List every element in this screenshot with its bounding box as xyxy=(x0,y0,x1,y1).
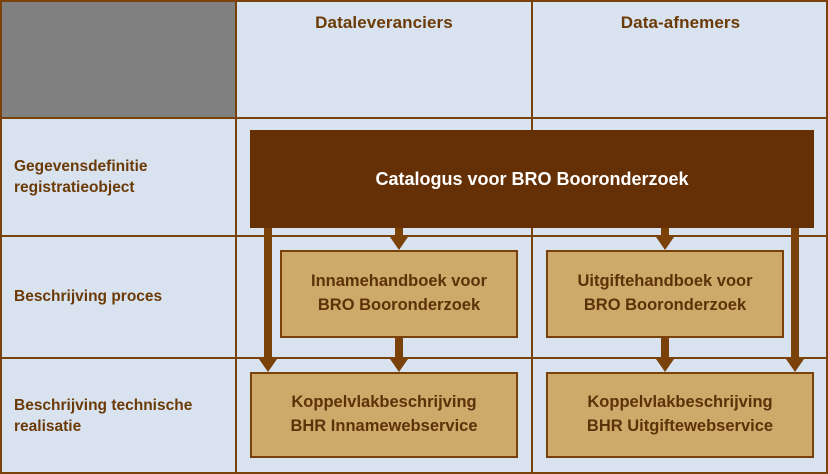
node-catalogus-bro-booronderzoek[interactable]: Catalogus voor BRO Booronderzoek xyxy=(250,130,814,228)
row-label-gegevensdefinitie: Gegevensdefinitie registratieobject xyxy=(14,121,226,235)
node-inname-webservice-line1: Koppelvlakbeschrijving xyxy=(291,393,477,412)
node-innamehandboek-line1: Innamehandboek voor xyxy=(310,272,488,291)
node-uitgiftehandboek-line1: Uitgiftehandboek voor xyxy=(577,272,753,291)
row-label-technische-realisatie-line2: realisatie xyxy=(14,417,82,435)
arrow-catalogus-to-inname-webservice xyxy=(259,228,277,372)
row-label-beschrijving-proces: Beschrijving proces xyxy=(14,237,226,357)
grid-line-horizontal-3 xyxy=(0,357,828,359)
node-uitgiftehandboek-line2: BRO Booronderzoek xyxy=(583,296,747,314)
node-uitgifte-webservice-line1: Koppelvlakbeschrijving xyxy=(587,393,773,412)
row-label-beschrijving-proces-line1: Beschrijving proces xyxy=(14,287,163,305)
row-label-gegevensdefinitie-line2: registratieobject xyxy=(14,179,135,196)
row-label-beschrijving-technische-realisatie: Beschrijving technische realisatie xyxy=(14,360,226,473)
arrow-catalogus-to-innamehandboek xyxy=(390,228,408,250)
grid-line-vertical-1 xyxy=(235,0,237,474)
node-innamehandboek-line2: BRO Booronderzoek xyxy=(317,296,481,314)
node-innamehandboek[interactable]: Innamehandboek voor BRO Booronderzoek xyxy=(280,250,518,338)
arrow-catalogus-to-uitgifte-webservice xyxy=(786,228,804,372)
node-uitgifte-webservice-line2: BHR Uitgiftewebservice xyxy=(586,417,774,435)
corner-blank-cell xyxy=(0,0,237,119)
node-catalogus-label: Catalogus voor BRO Booronderzoek xyxy=(375,168,689,189)
grid-line-horizontal-2 xyxy=(0,235,828,237)
arrow-innamehandboek-to-inname-webservice xyxy=(390,338,408,372)
node-koppelvlakbeschrijving-inname-webservice[interactable]: Koppelvlakbeschrijving BHR Innamewebserv… xyxy=(250,372,518,458)
node-inname-webservice-line2: BHR Innamewebservice xyxy=(290,417,478,435)
grid-line-horizontal-1 xyxy=(0,117,828,119)
grid-line-vertical-2 xyxy=(531,0,533,474)
node-koppelvlakbeschrijving-uitgifte-webservice[interactable]: Koppelvlakbeschrijving BHR Uitgiftewebse… xyxy=(546,372,814,458)
column-header-data-afnemers: Data-afnemers xyxy=(620,13,741,32)
arrow-uitgiftehandboek-to-uitgifte-webservice xyxy=(656,338,674,372)
row-label-technische-realisatie-line1: Beschrijving technische xyxy=(14,396,193,414)
node-uitgiftehandboek[interactable]: Uitgiftehandboek voor BRO Booronderzoek xyxy=(546,250,784,338)
column-header-dataleveranciers: Dataleveranciers xyxy=(315,13,453,32)
row-label-gegevensdefinitie-line1: Gegevensdefinitie xyxy=(14,158,148,176)
arrow-catalogus-to-uitgiftehandboek xyxy=(656,228,674,250)
